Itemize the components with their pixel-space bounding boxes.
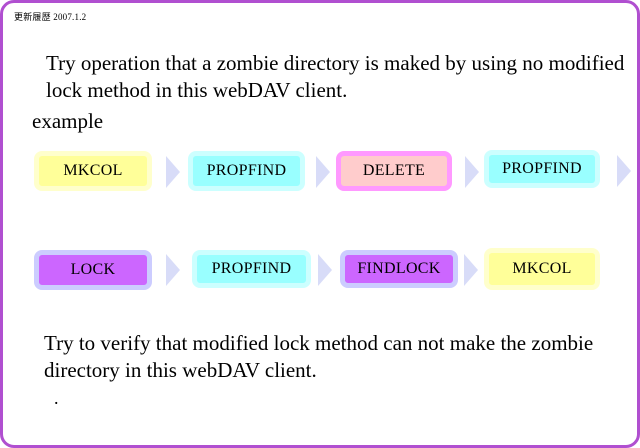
step-label: PROPFIND xyxy=(502,160,582,177)
step-label: DELETE xyxy=(362,162,426,179)
arrow-right-icon xyxy=(166,254,180,286)
arrow-right-icon xyxy=(316,156,330,188)
step-delete: DELETE xyxy=(336,151,452,191)
step-label: MKCOL xyxy=(512,260,572,277)
step-propfind-2: PROPFIND xyxy=(484,150,600,188)
arrow-right-icon xyxy=(318,254,332,286)
step-mkcol-1: MKCOL xyxy=(34,151,152,191)
step-label: PROPFIND xyxy=(211,260,292,277)
trailing-dot: . xyxy=(54,388,59,408)
update-history-label: 更新履歴 2007.1.2 xyxy=(14,12,87,22)
step-label: PROPFIND xyxy=(206,162,287,179)
step-propfind-3: PROPFIND xyxy=(192,250,311,288)
arrow-right-icon xyxy=(166,156,180,188)
step-lock: LOCK xyxy=(34,250,152,290)
step-findlock: FINDLOCK xyxy=(340,250,458,288)
arrow-right-icon xyxy=(617,155,631,187)
step-label: FINDLOCK xyxy=(357,260,441,277)
step-propfind-1: PROPFIND xyxy=(188,151,305,191)
step-label: LOCK xyxy=(70,261,116,278)
step-mkcol-2: MKCOL xyxy=(484,248,600,290)
outro-text: Try to verify that modified lock method … xyxy=(44,331,594,382)
arrow-right-icon xyxy=(464,254,478,286)
example-label: example xyxy=(32,109,104,133)
step-label: MKCOL xyxy=(63,162,123,179)
arrow-right-icon xyxy=(465,156,479,188)
intro-text: Try operation that a zombie directory is… xyxy=(46,51,625,102)
